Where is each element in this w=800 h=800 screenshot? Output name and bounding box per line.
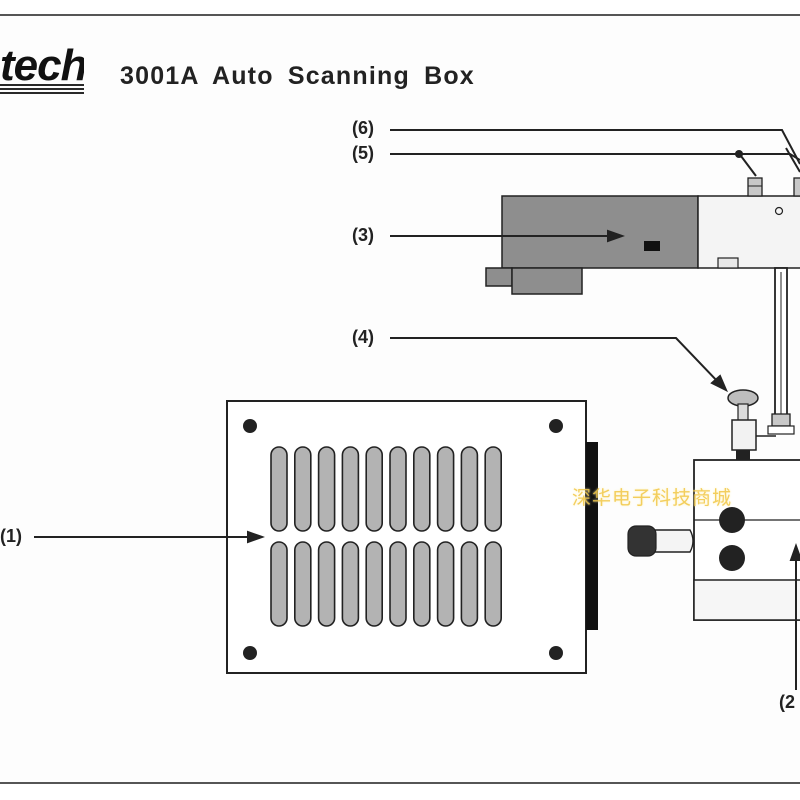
vent-slots — [270, 446, 503, 627]
logo-graphic: tech — [0, 41, 84, 96]
vent-slot — [341, 541, 360, 627]
vent-slot — [365, 446, 384, 532]
page-title: 3001A Auto Scanning Box — [120, 62, 475, 90]
vent-slot — [412, 541, 431, 627]
vent-slot — [365, 541, 384, 627]
vent-slot — [389, 446, 407, 532]
side-plug — [627, 525, 694, 557]
callout-3-label: (3) — [352, 225, 374, 245]
vent-slot — [270, 446, 288, 532]
vent-slot — [460, 446, 479, 532]
vent-slot — [436, 541, 455, 627]
vent-slot — [484, 446, 503, 532]
vent-slot — [270, 541, 288, 627]
brand-logo: tech — [0, 40, 84, 96]
vent-slot — [293, 446, 312, 532]
vent-slot — [389, 541, 407, 627]
vent-slot — [293, 541, 312, 627]
top-right-post — [785, 147, 800, 197]
logo-text: tech — [0, 41, 84, 90]
vent-slot — [341, 446, 360, 532]
vent-slot — [460, 541, 479, 627]
vent-slot — [317, 541, 336, 627]
watermark-text: 深华电子科技商城 — [572, 487, 733, 509]
callout-2-label: (2 — [779, 692, 796, 712]
vent-slot — [436, 446, 455, 532]
top-screw — [735, 150, 763, 197]
callout-6-label: (6) — [352, 118, 374, 138]
main-panel — [226, 400, 598, 674]
callout-4-label: (4) — [352, 327, 374, 347]
leader-lines — [34, 129, 800, 690]
connector-block — [485, 267, 583, 295]
scanner-head — [693, 459, 800, 621]
vent-slot — [412, 446, 431, 532]
control-module — [501, 195, 800, 269]
vertical-rod — [767, 267, 795, 435]
callout-1-label: (1) — [0, 526, 22, 546]
adjustment-knob — [727, 389, 776, 462]
callout-5-label: (5) — [352, 143, 374, 163]
vent-slot — [484, 541, 503, 627]
vent-slot — [317, 446, 336, 532]
